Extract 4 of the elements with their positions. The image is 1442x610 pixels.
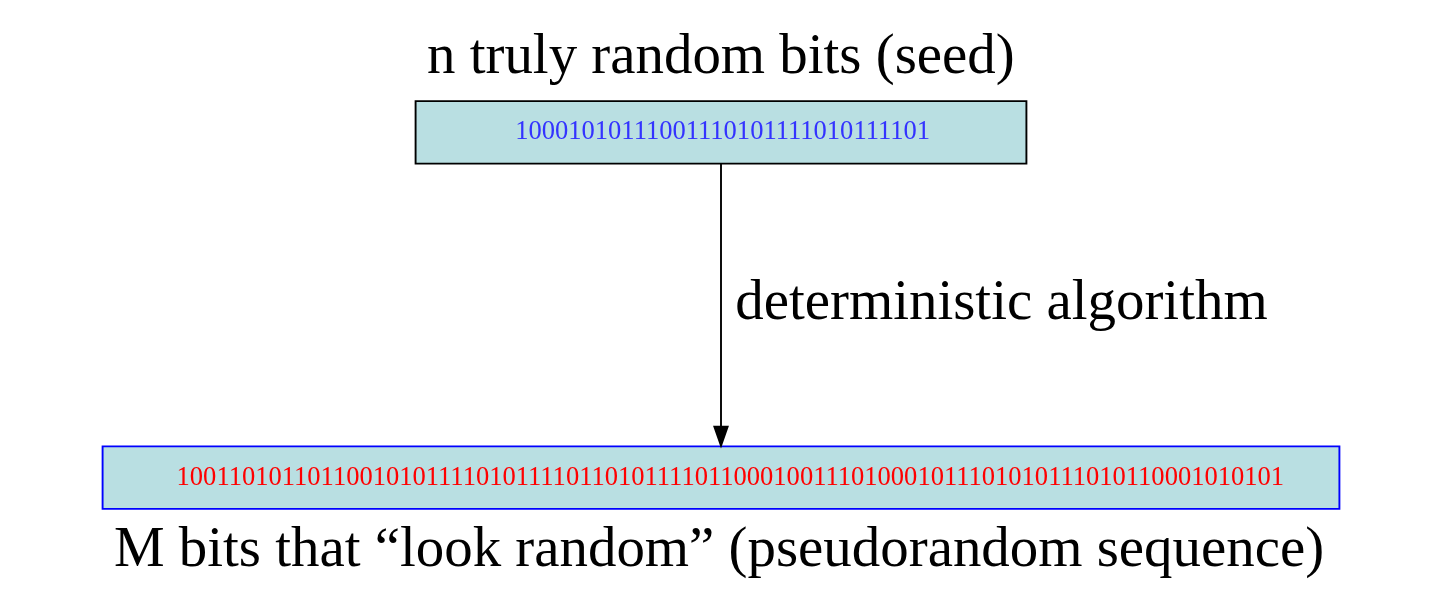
edge-label: deterministic algorithm <box>735 268 1268 332</box>
node-label: n truly random bits (seed) <box>426 21 1015 85</box>
arrow <box>713 163 729 449</box>
node-label: M bits that “look random” (pseudorandom sequence) <box>113 514 1325 578</box>
